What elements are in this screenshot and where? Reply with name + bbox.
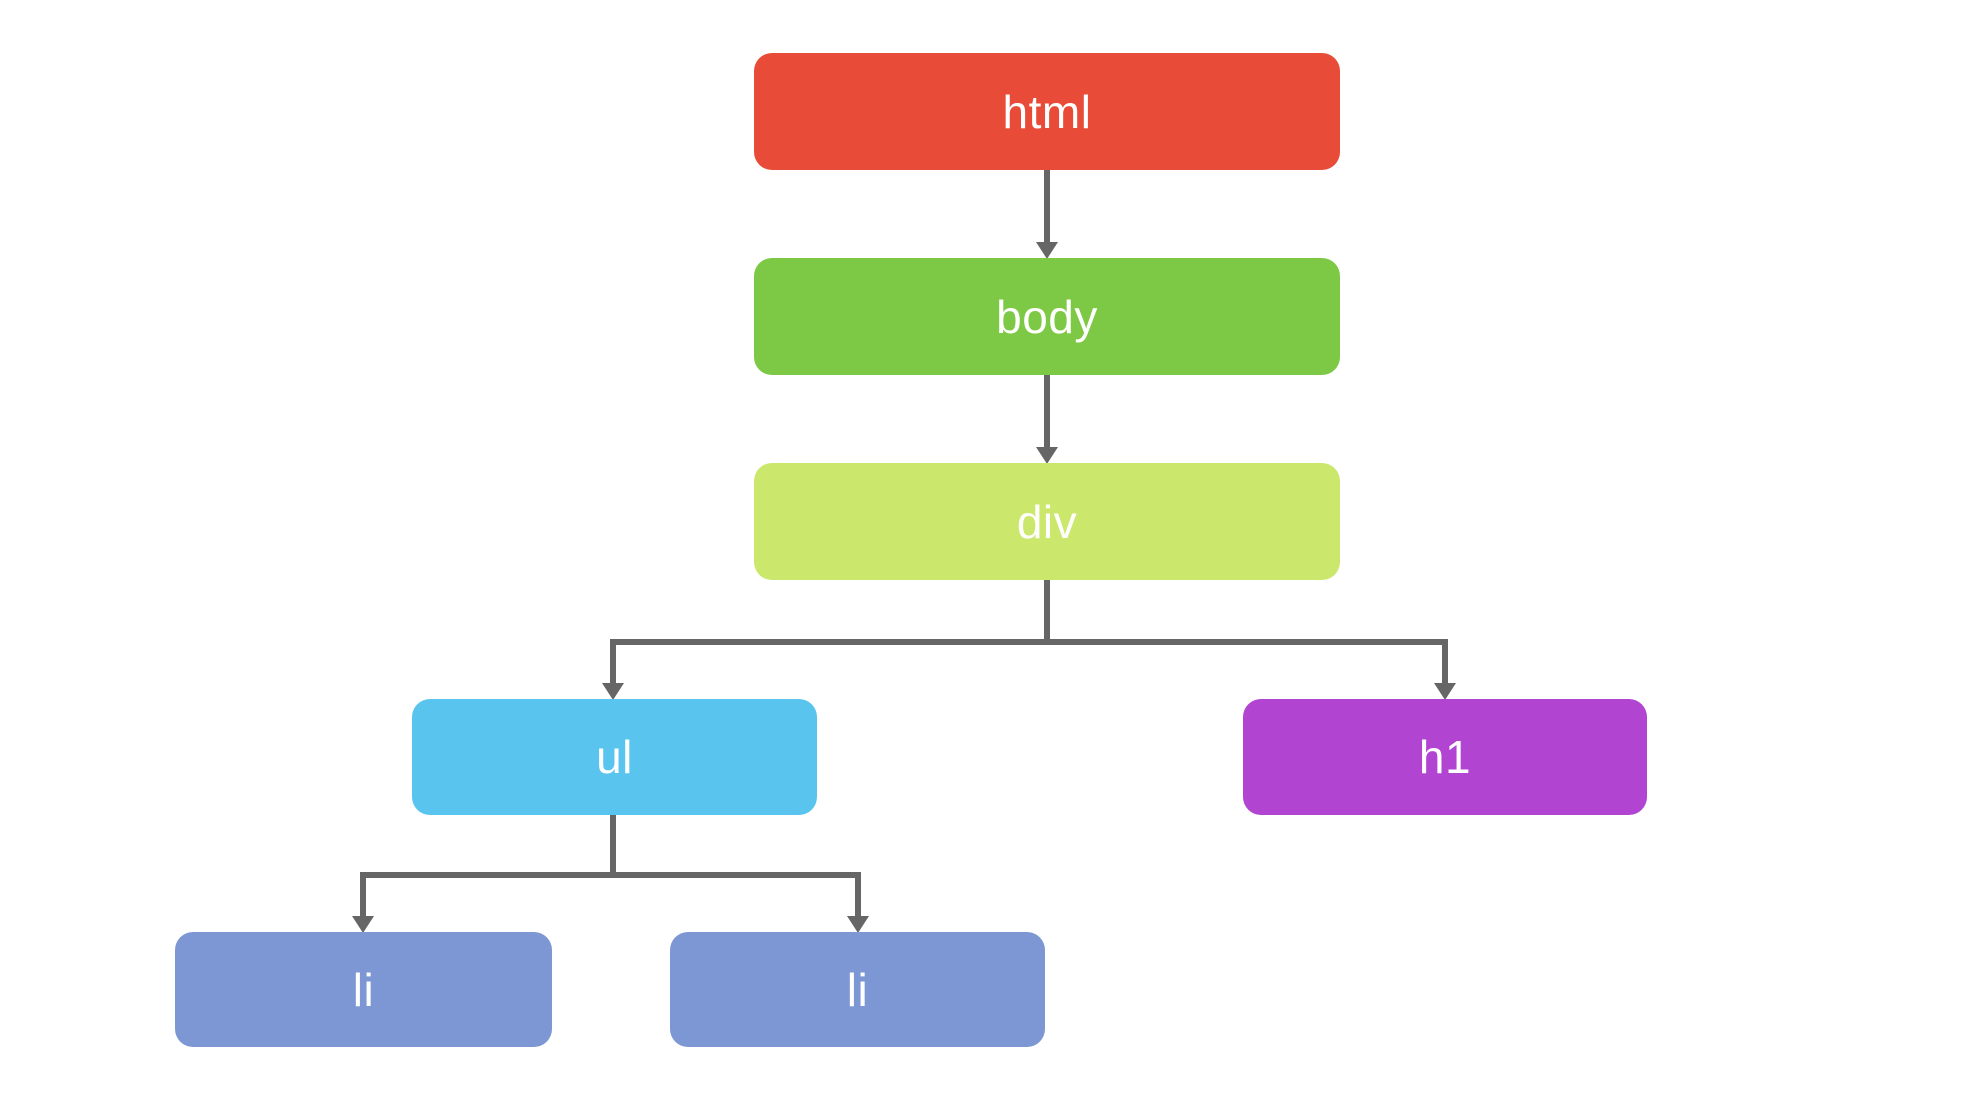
arrowhead-ul (602, 683, 624, 700)
arrowhead-li2 (847, 916, 869, 933)
node-li-second-label: li (846, 963, 869, 1016)
edge-ul-children (352, 815, 869, 933)
node-li-first-label: li (352, 963, 375, 1016)
node-html-label: html (1002, 85, 1092, 138)
edge-body-div (1036, 375, 1058, 464)
arrowhead-h1 (1434, 683, 1456, 700)
node-body-label: body (996, 290, 1098, 343)
edge-html-body (1036, 170, 1058, 259)
node-ul-label: ul (596, 731, 633, 783)
arrowhead-body (1036, 242, 1058, 259)
arrowhead-div (1036, 447, 1058, 464)
arrowhead-li1 (352, 916, 374, 933)
edge-div-children (602, 580, 1456, 700)
node-div-label: div (1016, 495, 1078, 548)
connector-group (352, 170, 1456, 933)
node-ul: ul (412, 699, 817, 815)
node-div: div (754, 463, 1340, 580)
node-li-second: li (670, 932, 1045, 1047)
node-h1-label: h1 (1418, 731, 1472, 783)
node-li-first: li (175, 932, 552, 1047)
node-h1: h1 (1243, 699, 1647, 815)
node-html: html (754, 53, 1340, 170)
node-body: body (754, 258, 1340, 375)
